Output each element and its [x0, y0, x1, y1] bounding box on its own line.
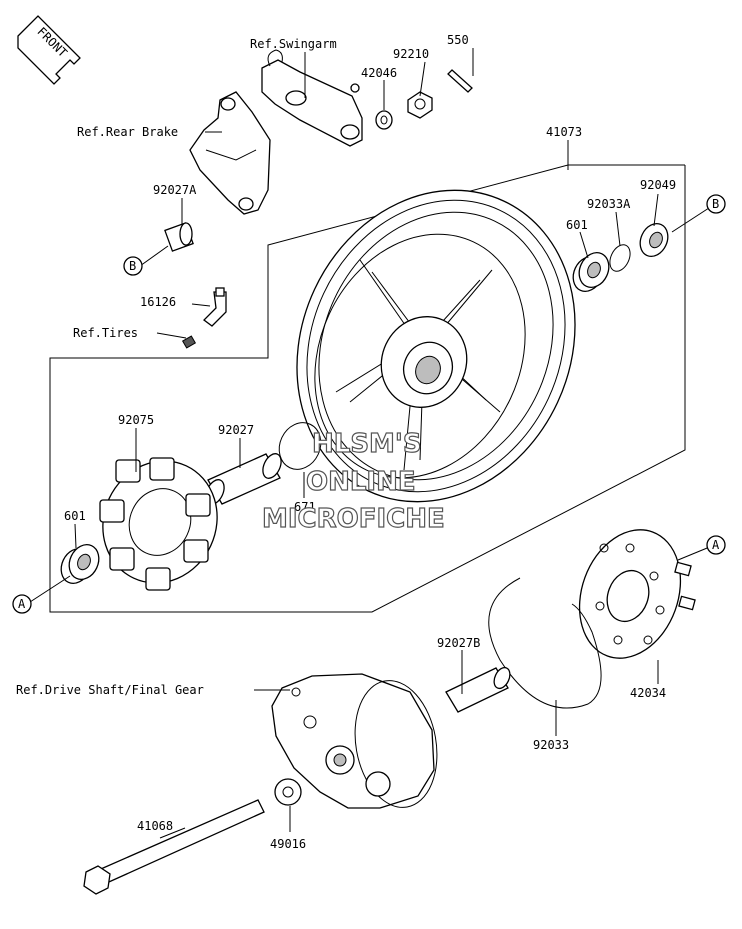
label-41073: 41073: [546, 125, 582, 139]
svg-text:B: B: [129, 259, 136, 273]
cotter-pin-550: [447, 69, 473, 93]
svg-text:B: B: [712, 197, 719, 211]
label-550: 550: [447, 33, 469, 47]
circlip-92033a: [609, 244, 631, 272]
final-gear-housing: [271, 673, 438, 809]
axle-41068: [83, 799, 265, 895]
swingarm-bracket: [261, 49, 363, 147]
watermark-line1: HLSM'S: [312, 429, 422, 459]
circlip-92033: [488, 577, 602, 709]
damper-92075: [99, 457, 218, 591]
o-ring-671: [278, 422, 322, 470]
watermark-line2: ONLINE: [306, 467, 416, 497]
bearing-601-lower: [60, 543, 100, 585]
label-671: 671: [294, 500, 316, 514]
callout-b-upper: B: [123, 256, 143, 276]
callout-a-right: A: [706, 535, 726, 555]
callout-b-right: B: [706, 194, 726, 214]
bearing-601-upper: [572, 251, 610, 293]
label-16126: 16126: [140, 295, 176, 309]
label-92027a: 92027A: [153, 183, 197, 197]
svg-text:A: A: [712, 538, 720, 552]
callout-a-left: A: [12, 594, 32, 614]
watermark: HLSM'S ONLINE MICROFICHE: [261, 428, 445, 534]
label-ref-tires: Ref.Tires: [73, 326, 138, 340]
label-92049: 92049: [640, 178, 676, 192]
label-92033a: 92033A: [587, 197, 631, 211]
valve-16126: [203, 287, 227, 327]
leader-lines: [29, 48, 713, 839]
front-arrow-icon: FRONT: [17, 15, 81, 85]
label-92210: 92210: [393, 47, 429, 61]
label-49016: 49016: [270, 837, 306, 851]
washer-42046: [375, 110, 393, 130]
rear-brake-bracket: [189, 91, 271, 215]
label-ref-swingarm: Ref.Swingarm: [250, 37, 337, 51]
seal-92049: [639, 222, 669, 258]
label-92027: 92027: [218, 423, 254, 437]
label-92033: 92033: [533, 738, 569, 752]
coupling-42034: [578, 529, 696, 659]
label-42046: 42046: [361, 66, 397, 80]
valve-cap: [181, 335, 197, 349]
washer-49016: [274, 778, 302, 806]
collar-92027a: [164, 222, 194, 252]
label-ref-drive-shaft: Ref.Drive Shaft/Final Gear: [16, 683, 204, 697]
label-601-lower: 601: [64, 509, 86, 523]
collar-92027b: [445, 666, 511, 713]
label-92075: 92075: [118, 413, 154, 427]
label-601-upper: 601: [566, 218, 588, 232]
svg-text:A: A: [18, 597, 26, 611]
label-92027b: 92027B: [437, 636, 480, 650]
label-42034: 42034: [630, 686, 666, 700]
rear-wheel-41073: [296, 189, 576, 503]
watermark-line3: MICROFICHE: [262, 504, 445, 534]
nut-92210: [407, 91, 433, 119]
label-41068: 41068: [137, 819, 173, 833]
label-ref-rear-brake: Ref.Rear Brake: [77, 125, 178, 139]
